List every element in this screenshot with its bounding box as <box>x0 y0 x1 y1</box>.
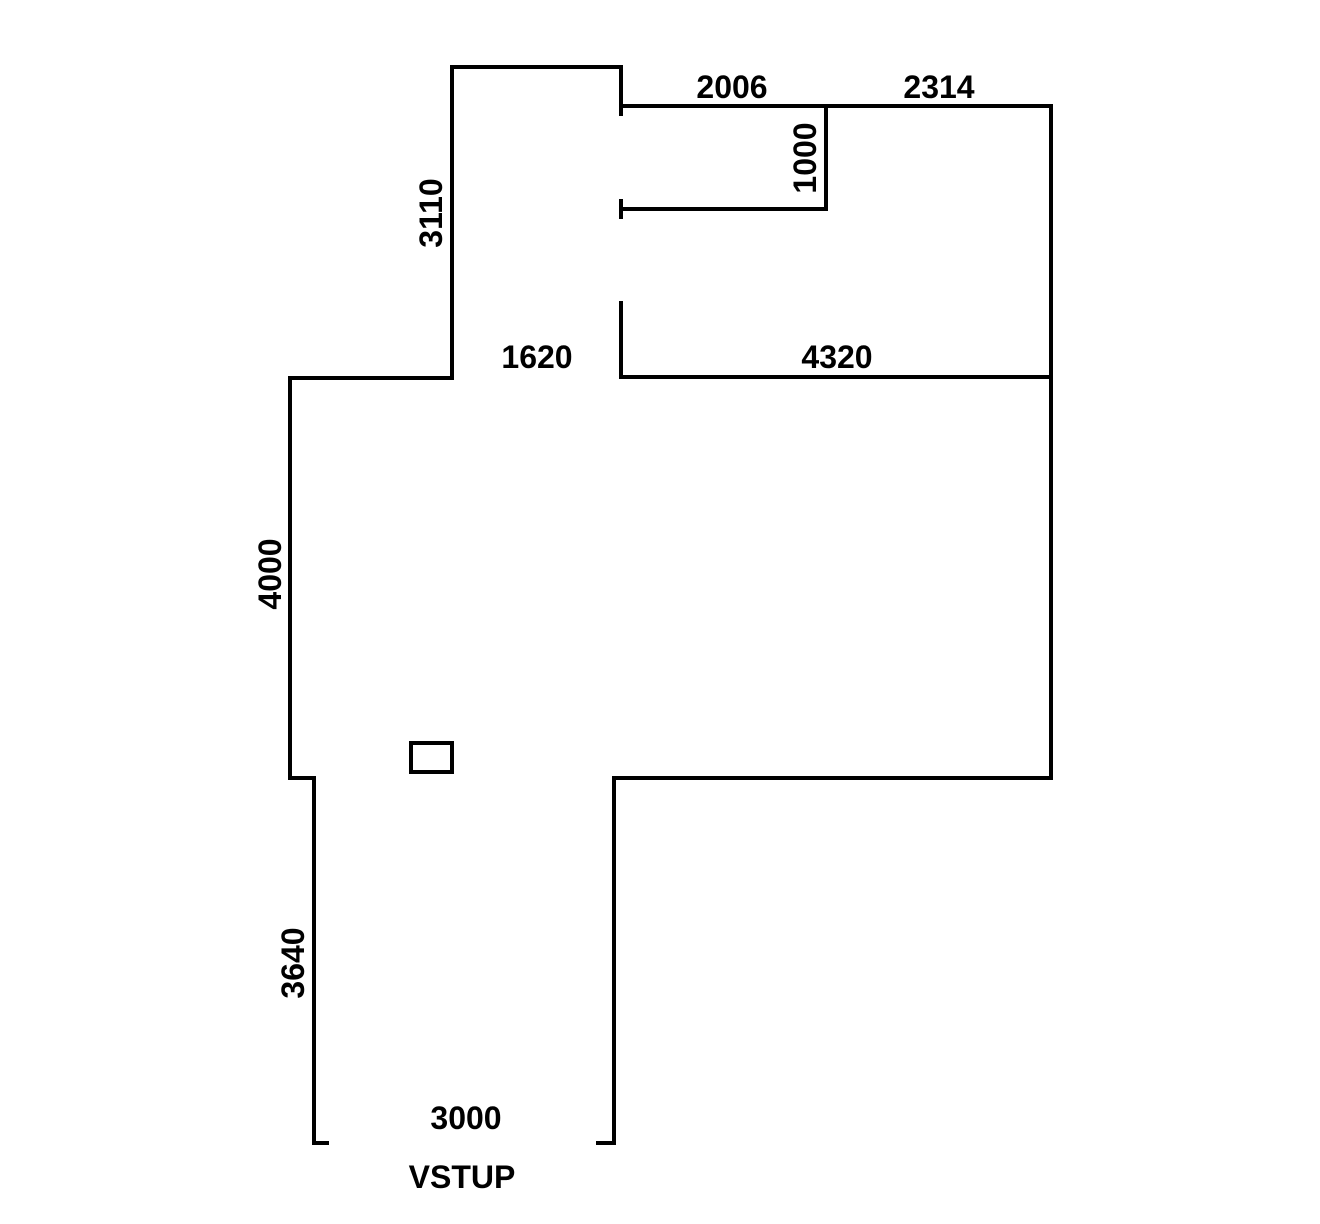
dim-corridor-height: 3640 <box>275 927 311 998</box>
wall-closet <box>619 104 828 211</box>
dim-top-right-wall: 2314 <box>903 69 974 105</box>
dim-entrance-width: 3000 <box>430 1100 501 1136</box>
dim-upper-left-height: 3110 <box>413 178 449 247</box>
walls <box>288 65 1053 1145</box>
dim-upper-opening-width: 1620 <box>501 339 572 375</box>
wall-corridor-left <box>288 776 329 1145</box>
dim-closet-depth: 1000 <box>787 122 823 193</box>
wall-middle-partition <box>619 301 1053 379</box>
wall-top-right <box>596 104 1053 1145</box>
dim-mid-wall-width: 4320 <box>801 339 872 375</box>
entrance-label: VSTUP <box>409 1159 516 1195</box>
wall-upper-left <box>288 65 623 780</box>
dim-main-room-height: 4000 <box>252 538 288 609</box>
dim-top-left-wall: 2006 <box>696 69 767 105</box>
fixture-rectangle <box>409 741 454 774</box>
